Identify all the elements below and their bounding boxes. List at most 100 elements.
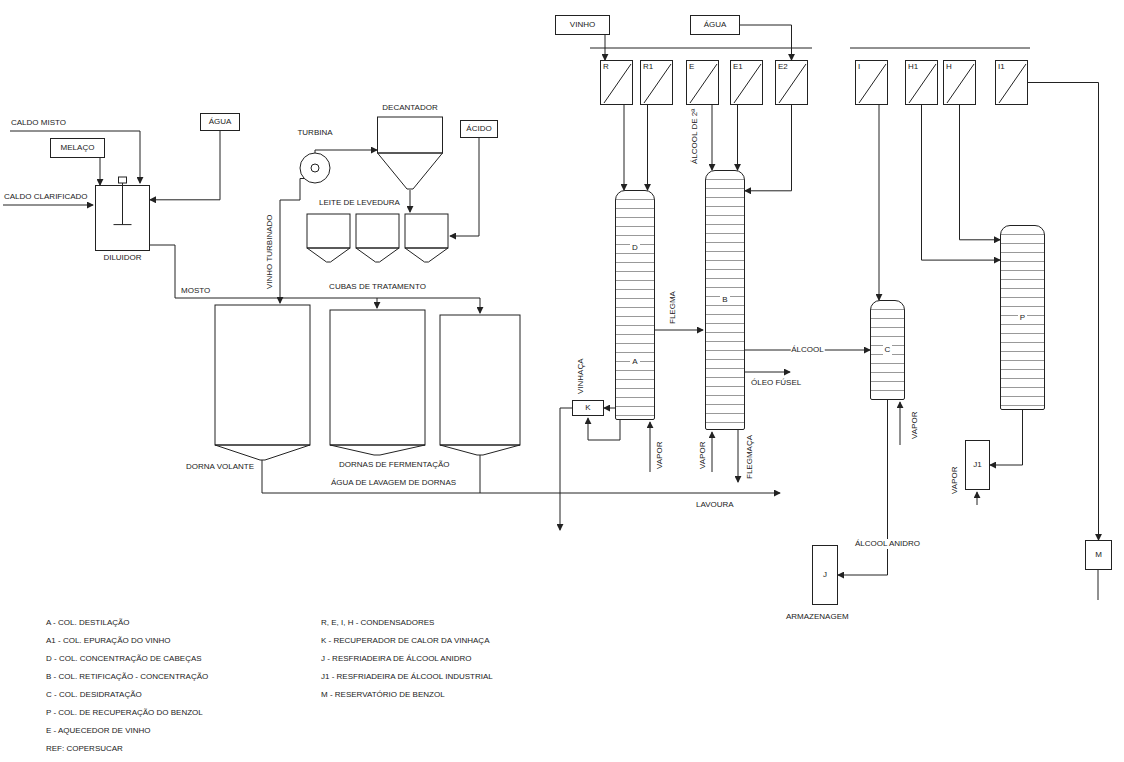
legend-line: P - COL. DE RECUPERAÇÃO DO BENZOL bbox=[45, 708, 204, 718]
stream-label: ÁLCOOL DE 2ª bbox=[690, 108, 700, 165]
stream-label: VAPOR bbox=[698, 441, 708, 470]
condenser-box: E2 bbox=[775, 60, 808, 105]
node-label: J1 bbox=[973, 460, 981, 470]
node-label: K bbox=[585, 403, 590, 413]
heat-recuperator: K bbox=[572, 400, 604, 416]
benzol-reservoir: M bbox=[1085, 540, 1112, 570]
vinasse-pipe bbox=[588, 418, 620, 440]
node-label: P bbox=[1018, 313, 1027, 323]
stream-label: CALDO CLARIFICADO bbox=[3, 192, 89, 202]
condenser-box: E bbox=[686, 60, 719, 105]
vat-cone bbox=[440, 445, 520, 455]
legend-line: D - COL. CONCENTRAÇÃO DE CABEÇAS bbox=[45, 654, 203, 664]
decanter-outline bbox=[377, 103, 443, 190]
tank-outline bbox=[305, 212, 450, 292]
stream-label: VAPOR bbox=[910, 411, 920, 440]
node-label: I bbox=[858, 62, 860, 72]
legend-line: J1 - RESFRIADEIRA DE ÁLCOOL INDUSTRIAL bbox=[320, 672, 494, 682]
vapour-header bbox=[850, 48, 1030, 49]
node-label: DECANTADOR bbox=[381, 103, 438, 113]
fermentation-vat bbox=[440, 315, 520, 445]
edge-label: ÁLCOOL ANIDRO bbox=[854, 539, 921, 549]
stream-label: VINHO TURBINADO bbox=[265, 213, 275, 290]
node-label: I1 bbox=[998, 62, 1005, 72]
fermentation-vat bbox=[330, 310, 425, 445]
pipe-connector bbox=[879, 105, 880, 300]
condenser-box: I1 bbox=[995, 60, 1028, 105]
node-label: TURBINA bbox=[296, 128, 333, 138]
distillation-column: P bbox=[1000, 225, 1045, 410]
pipe-connector bbox=[745, 105, 792, 191]
node-label: ÁGUA bbox=[704, 20, 727, 30]
centrifuge-symbol: TURBINA bbox=[288, 128, 342, 195]
node-label: E1 bbox=[733, 62, 743, 72]
node-label: D bbox=[630, 243, 640, 253]
wine-pipe bbox=[280, 195, 300, 303]
feed-box: MELAÇO bbox=[50, 138, 105, 158]
phlegm-pipe bbox=[738, 430, 739, 482]
stream-label: FLEGMA bbox=[668, 290, 678, 325]
vinasse-pipe bbox=[560, 408, 572, 530]
feed-pipe bbox=[10, 131, 140, 183]
node-label: A bbox=[630, 357, 639, 367]
legend-line: R, E, I, H - CONDENSADORES bbox=[320, 618, 435, 628]
vat-label: DORNA VOLANTE bbox=[185, 462, 255, 472]
tank-outline bbox=[95, 185, 150, 263]
cooler-symbol: J bbox=[812, 545, 838, 605]
pipe-connector bbox=[150, 131, 220, 200]
node-label: DILUIDOR bbox=[102, 253, 142, 263]
stream-label: LEITE DE LEVEDURA bbox=[318, 198, 401, 208]
stream-label: LAVOURA bbox=[695, 500, 735, 510]
pipe-connector bbox=[410, 190, 411, 212]
must-pipe bbox=[150, 245, 377, 308]
stream-label: CALDO MISTO bbox=[10, 118, 67, 128]
feed-box: ÁGUA bbox=[200, 113, 240, 131]
steam-pipe bbox=[712, 432, 713, 472]
legend-line: M - RESERVATÓRIO DE BENZOL bbox=[320, 690, 446, 700]
stream-label: MOSTO bbox=[180, 286, 211, 296]
stream-label: VAPOR bbox=[655, 441, 665, 470]
centrifuge-outline bbox=[288, 128, 342, 195]
pipe-connector bbox=[960, 105, 1001, 240]
node-label: CUBAS DE TRATAMENTO bbox=[328, 282, 427, 292]
edge-label: ÁLCOOL bbox=[790, 345, 824, 355]
feed-box: ÁCIDO bbox=[460, 120, 498, 138]
distillation-column: DA bbox=[615, 190, 655, 420]
node-label: VINHO bbox=[570, 20, 595, 30]
node-label: B bbox=[720, 295, 729, 305]
pipe-connector bbox=[990, 410, 1023, 465]
pipe-connector bbox=[342, 150, 377, 151]
pipe-connector bbox=[737, 105, 738, 170]
wash-water-pipe bbox=[480, 455, 481, 493]
legend-line: C - COL. DESIDRATAÇÃO bbox=[45, 690, 143, 700]
node-label: MELAÇO bbox=[61, 143, 95, 153]
condenser-box: R1 bbox=[640, 60, 673, 105]
condenser-box: E1 bbox=[730, 60, 763, 105]
pipe-connector bbox=[647, 105, 648, 190]
condenser-box: H1 bbox=[905, 60, 938, 105]
steam-pipe bbox=[900, 402, 901, 445]
vapour-header bbox=[590, 48, 812, 49]
pipe-connector bbox=[604, 408, 615, 409]
node-label: ÁCIDO bbox=[466, 124, 491, 134]
legend-line: A1 - COL. EPURAÇÃO DO VINHO bbox=[45, 636, 171, 646]
pipe-connector bbox=[450, 138, 479, 236]
node-label: E2 bbox=[778, 62, 788, 72]
cooler-symbol: J1 bbox=[965, 440, 990, 490]
condenser-box: I bbox=[855, 60, 888, 105]
phlegm-pipe bbox=[655, 330, 703, 331]
node-label: R1 bbox=[643, 62, 653, 72]
stream-label: ÁGUA DE LAVAGEM DE DORNAS bbox=[330, 478, 457, 488]
steam-pipe bbox=[977, 492, 978, 505]
vat-cone bbox=[215, 445, 310, 460]
pipe-connector bbox=[838, 400, 888, 575]
node-label: R bbox=[603, 62, 609, 72]
treatment-tanks: CUBAS DE TRATAMENTO bbox=[305, 212, 450, 292]
pipe-connector bbox=[740, 25, 792, 60]
feed-box: ÁGUA bbox=[690, 15, 740, 35]
distillation-column: C bbox=[870, 300, 905, 400]
feed-pipe bbox=[3, 205, 93, 206]
vat-cone bbox=[330, 445, 425, 455]
